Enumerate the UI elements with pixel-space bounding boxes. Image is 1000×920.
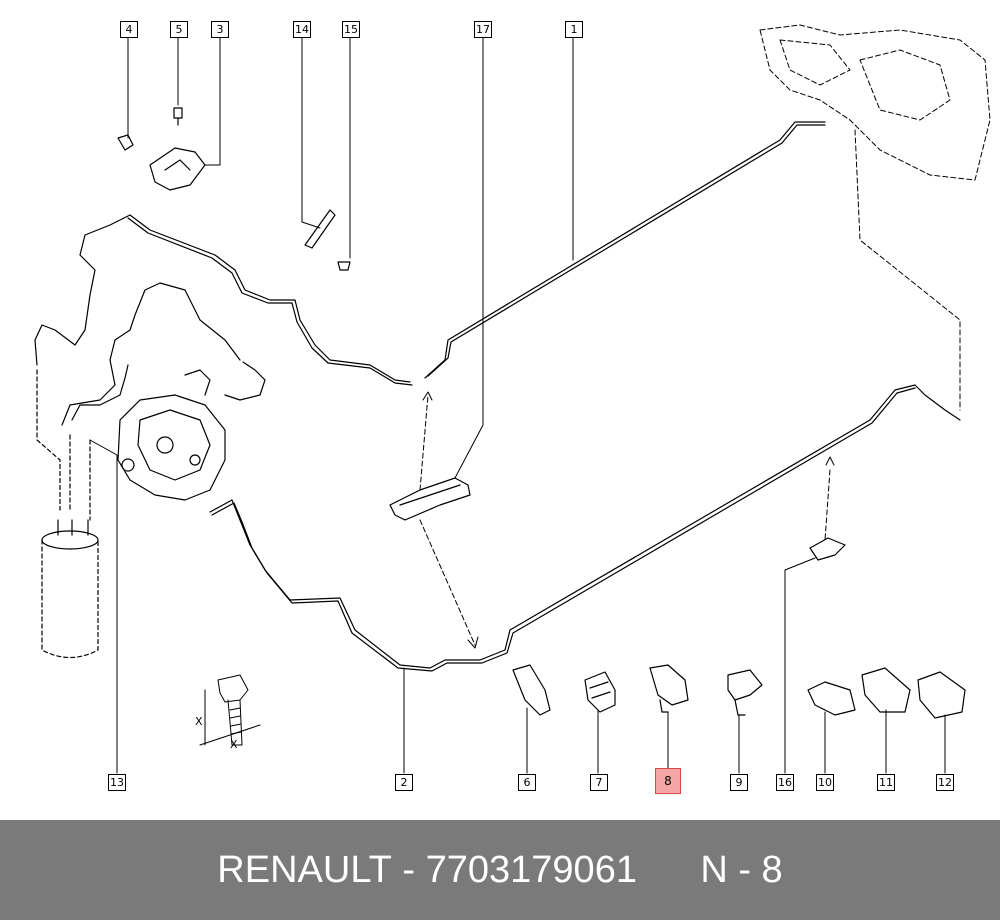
clip-16: [809, 537, 846, 561]
dimension-x-label-2: X: [230, 738, 238, 751]
callout-8-highlighted[interactable]: 8: [655, 768, 681, 794]
clip-7: [584, 671, 616, 713]
strap-14: [304, 209, 336, 249]
clip-11: [861, 667, 911, 713]
bracket-3: [149, 147, 206, 191]
return-line: [34, 214, 411, 383]
callout-10: 10: [816, 774, 834, 791]
callout-9: 9: [730, 774, 748, 791]
fuel-filter: [36, 369, 99, 659]
callout-3: 3: [211, 21, 229, 38]
fuel-line-exploded-diagram: X X: [34, 24, 991, 774]
clip-8: [649, 664, 689, 706]
screw-5: [173, 107, 183, 126]
callout-7: 7: [590, 774, 608, 791]
dimension-x-label-1: X: [195, 715, 203, 728]
clip-10: [807, 681, 856, 716]
callout-17: 17: [474, 21, 492, 38]
callout-2: 2: [395, 774, 413, 791]
callout-15: 15: [342, 21, 360, 38]
clip-12: [917, 671, 966, 719]
brand-label: RENAULT: [217, 848, 392, 891]
separator: -: [391, 848, 426, 891]
injection-pump: [117, 369, 226, 501]
callout-6: 6: [518, 774, 536, 791]
callout-12: 12: [936, 774, 954, 791]
diagram-reference: N - 8: [700, 848, 783, 891]
bolt-15: [337, 261, 351, 271]
pipe-1: [424, 121, 826, 379]
callout-11: 11: [877, 774, 895, 791]
bolt-dimension-figure: [199, 674, 261, 746]
engine-outline: [759, 24, 991, 411]
callout-13: 13: [108, 774, 126, 791]
callout-5: 5: [170, 21, 188, 38]
gap: [637, 849, 700, 892]
part-info-footer: RENAULT - 7703179061 N - 8: [0, 820, 1000, 920]
callout-16: 16: [776, 774, 794, 791]
callout-14: 14: [293, 21, 311, 38]
clip-4: [117, 134, 134, 151]
clip-6: [512, 664, 551, 716]
bracket-17: [389, 477, 471, 521]
clip-9: [727, 669, 763, 701]
part-number: 7703179061: [425, 848, 637, 891]
callout-4: 4: [120, 21, 138, 38]
callout-1: 1: [565, 21, 583, 38]
pipe-2: [209, 384, 961, 669]
